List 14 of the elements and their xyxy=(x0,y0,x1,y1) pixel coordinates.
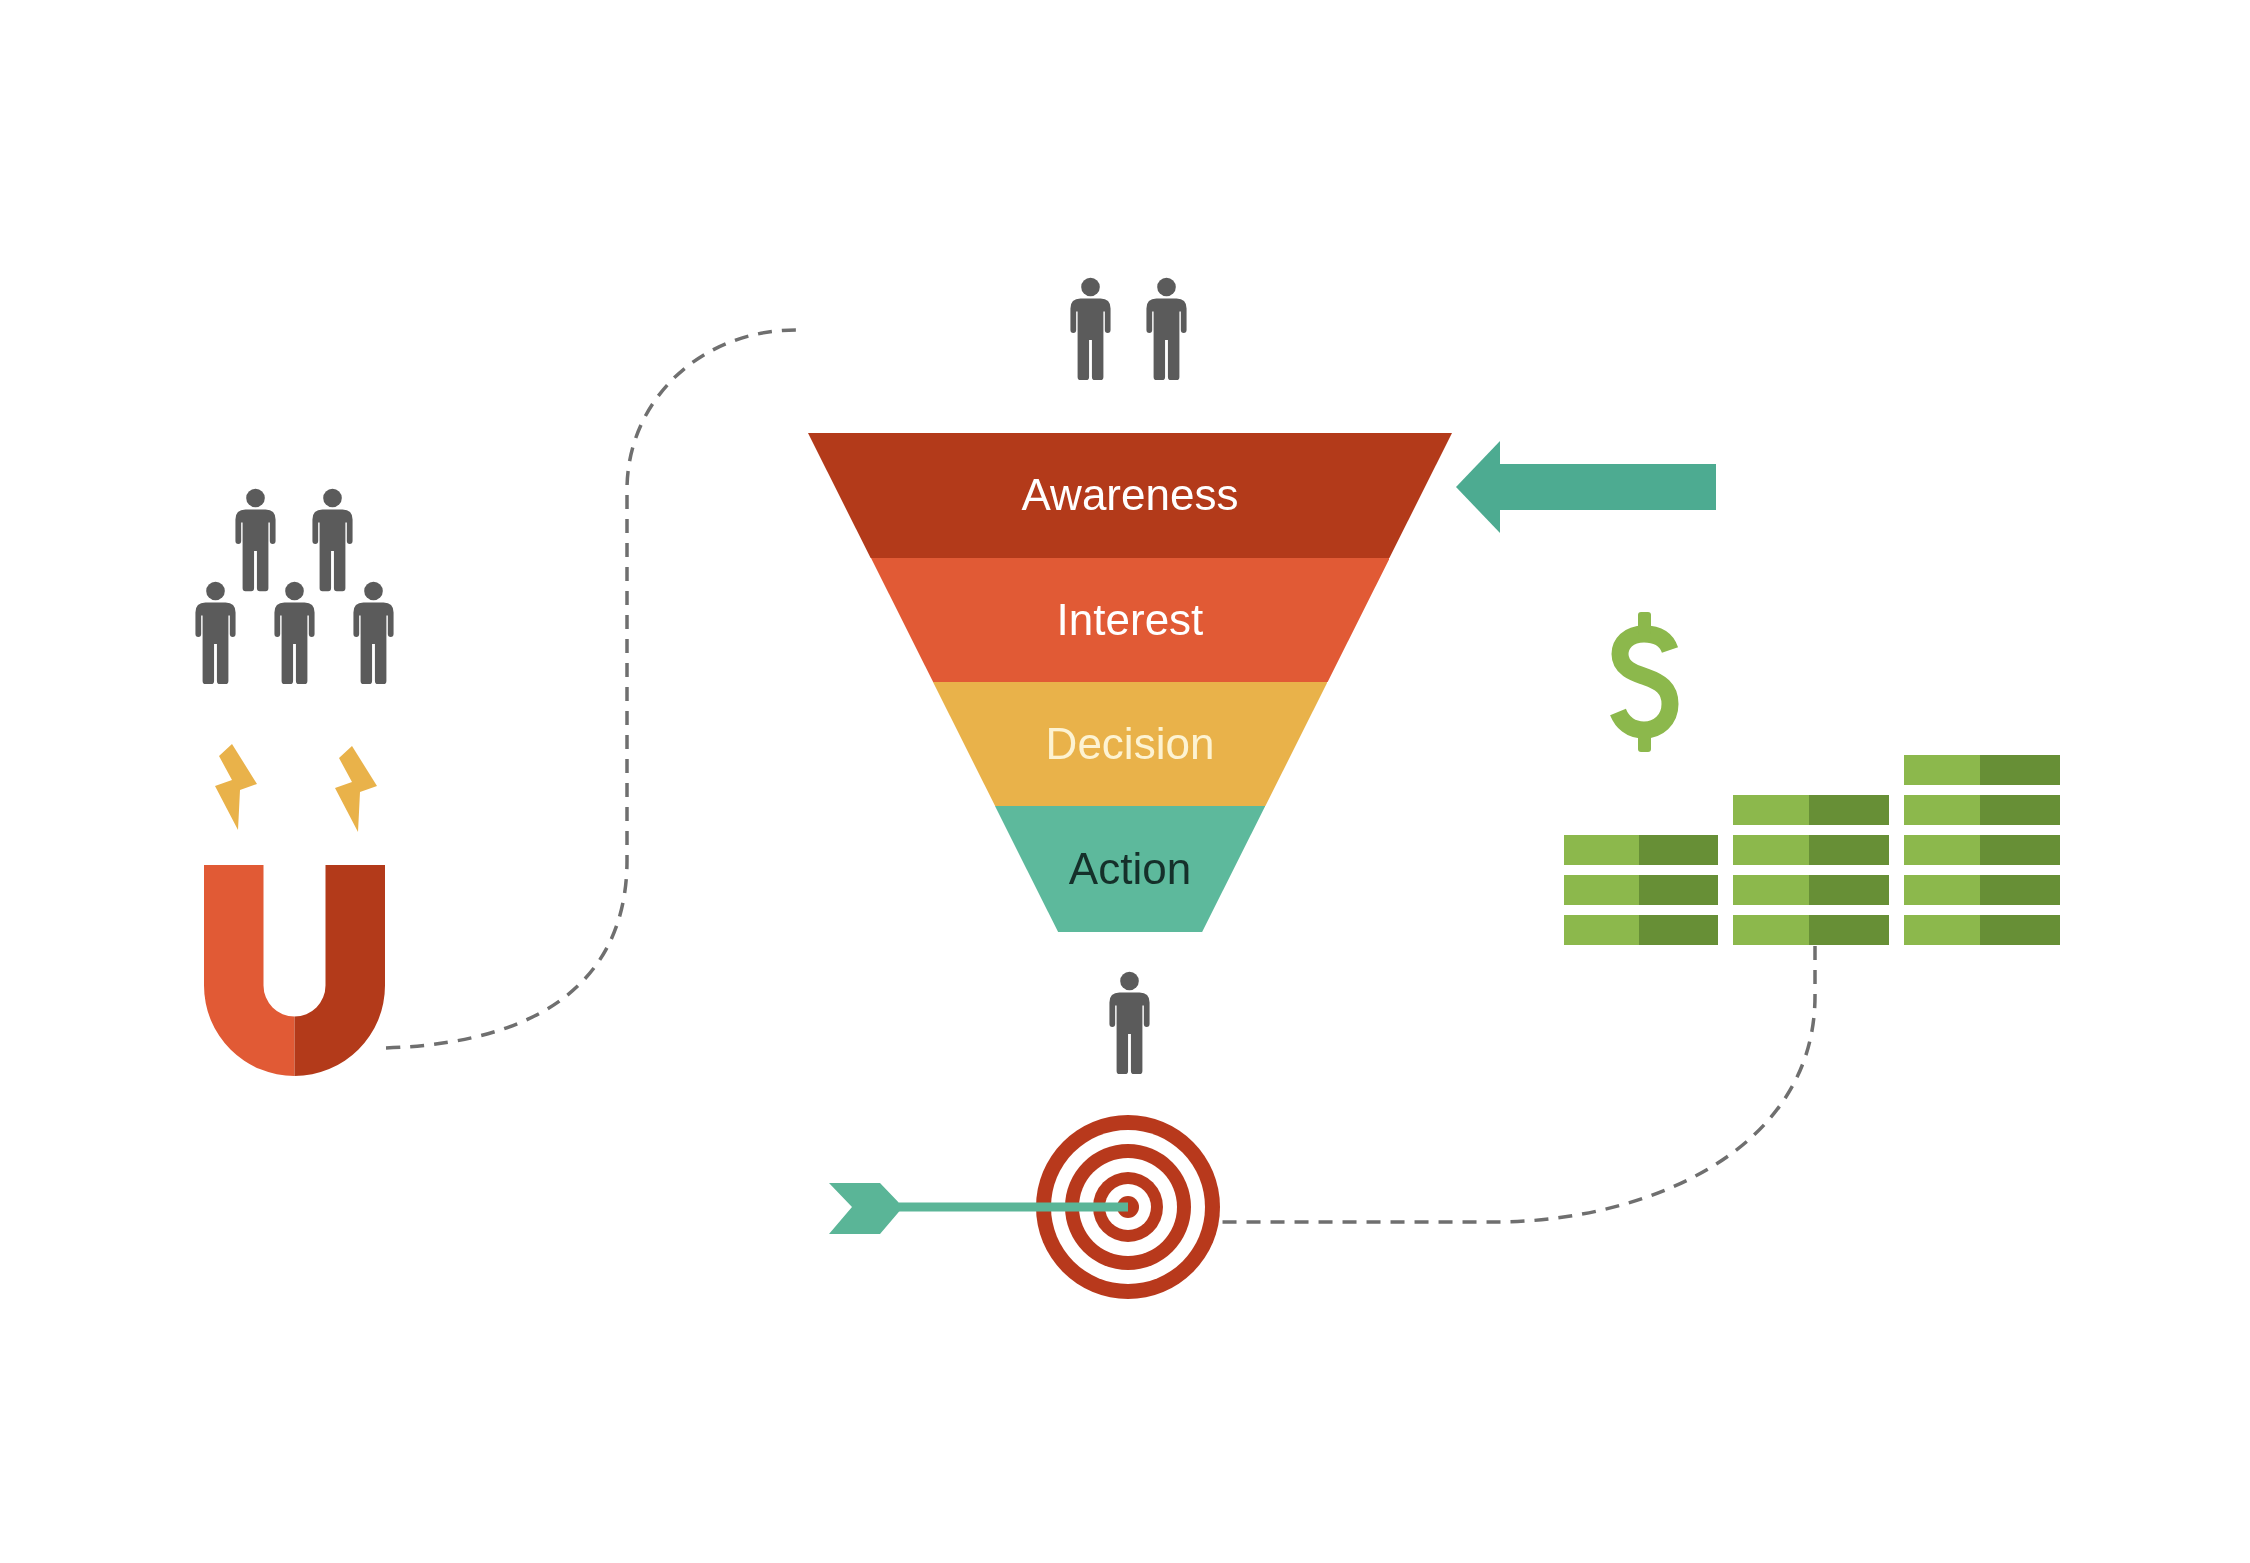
magnet-icon xyxy=(204,865,385,1076)
funnel-band xyxy=(994,806,1266,932)
stage-label: Awareness xyxy=(1021,471,1239,520)
dashed-line xyxy=(1221,946,1817,1224)
target-with-arrow-icon xyxy=(829,1115,1220,1299)
funnel-band xyxy=(870,558,1390,682)
cash-stacks-icon xyxy=(1564,754,2060,945)
stage-label: Action xyxy=(1068,844,1192,894)
dashed-line xyxy=(385,328,797,1050)
arrow xyxy=(1456,441,1716,533)
funnel-band xyxy=(932,682,1328,806)
funnel-band xyxy=(808,433,1452,558)
stage-label: Interest xyxy=(1056,595,1204,645)
stage-label: Decision xyxy=(1045,719,1215,769)
